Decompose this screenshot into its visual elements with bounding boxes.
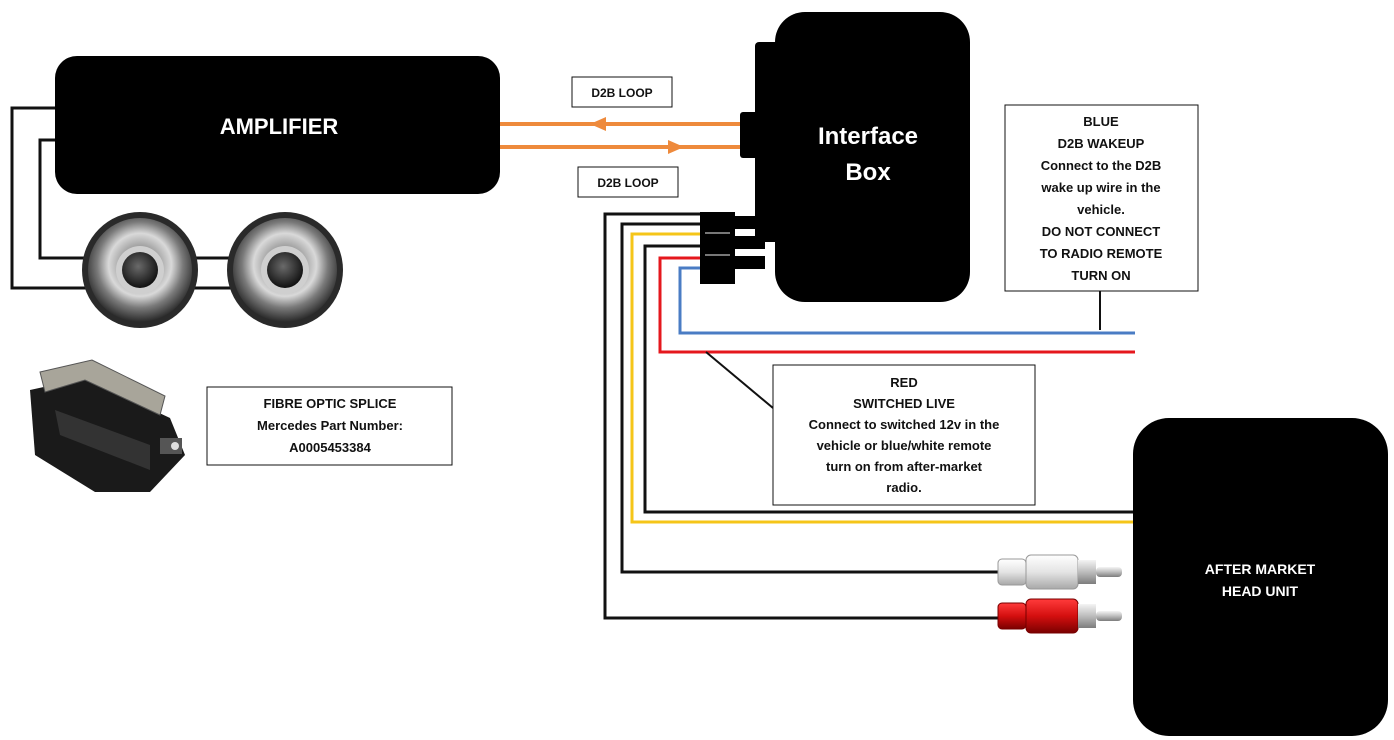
svg-text:D2B WAKEUP: D2B WAKEUP — [1058, 136, 1145, 151]
fibre-splice-note: FIBRE OPTIC SPLICE Mercedes Part Number:… — [206, 386, 453, 466]
interface-box: Interface Box — [740, 12, 970, 302]
rca-red-plug-icon — [997, 598, 1122, 634]
red-callout-line — [705, 351, 774, 409]
svg-text:vehicle.: vehicle. — [1077, 202, 1125, 217]
svg-text:SWITCHED LIVE: SWITCHED LIVE — [853, 396, 955, 411]
harness-connector — [700, 212, 765, 284]
interface-box-label-line2: Box — [845, 159, 891, 186]
svg-text:BLUE: BLUE — [1083, 114, 1119, 129]
svg-text:radio.: radio. — [886, 480, 921, 495]
fibre-optic-loop — [500, 122, 745, 149]
arrow-right-icon — [668, 140, 684, 154]
svg-text:FIBRE OPTIC SPLICE: FIBRE OPTIC SPLICE — [264, 396, 397, 411]
fibre-splice-icon — [30, 359, 185, 492]
speaker-left-icon — [82, 212, 198, 328]
amplifier-box: AMPLIFIER — [55, 56, 500, 194]
d2b-loop-label-top: D2B LOOP — [571, 76, 673, 108]
interface-box-label-line1: Interface — [818, 123, 918, 150]
rca-white-plug-icon — [997, 554, 1122, 590]
head-unit-box: AFTER MARKET HEAD UNIT — [1133, 418, 1388, 736]
d2b-loop-label-bottom: D2B LOOP — [577, 166, 679, 198]
red-switched-live-note: RED SWITCHED LIVE Connect to switched 12… — [772, 364, 1036, 506]
svg-text:RED: RED — [890, 375, 917, 390]
speaker-right-icon — [227, 212, 343, 328]
svg-text:turn on from after-market: turn on from after-market — [826, 459, 983, 474]
harness-wires — [603, 212, 1135, 620]
svg-text:D2B LOOP: D2B LOOP — [591, 86, 652, 100]
arrow-left-icon — [590, 117, 606, 131]
head-unit-label-line2: HEAD UNIT — [1222, 583, 1299, 599]
svg-text:Connect to the D2B: Connect to the D2B — [1041, 158, 1162, 173]
svg-text:vehicle or blue/white remote: vehicle or blue/white remote — [817, 438, 992, 453]
svg-text:wake up wire in the: wake up wire in the — [1040, 180, 1160, 195]
amplifier-label: AMPLIFIER — [220, 114, 339, 139]
head-unit-label-line1: AFTER MARKET — [1205, 561, 1316, 577]
svg-text:Mercedes Part Number:: Mercedes Part Number: — [257, 418, 403, 433]
svg-text:TURN ON: TURN ON — [1071, 268, 1130, 283]
svg-text:DO NOT CONNECT: DO NOT CONNECT — [1042, 224, 1161, 239]
svg-text:D2B LOOP: D2B LOOP — [597, 176, 658, 190]
blue-wakeup-note: BLUE D2B WAKEUP Connect to the D2B wake … — [1004, 104, 1199, 292]
svg-text:Connect to switched 12v in the: Connect to switched 12v in the — [809, 417, 1000, 432]
svg-text:TO RADIO REMOTE: TO RADIO REMOTE — [1040, 246, 1163, 261]
svg-text:A0005453384: A0005453384 — [289, 440, 371, 455]
